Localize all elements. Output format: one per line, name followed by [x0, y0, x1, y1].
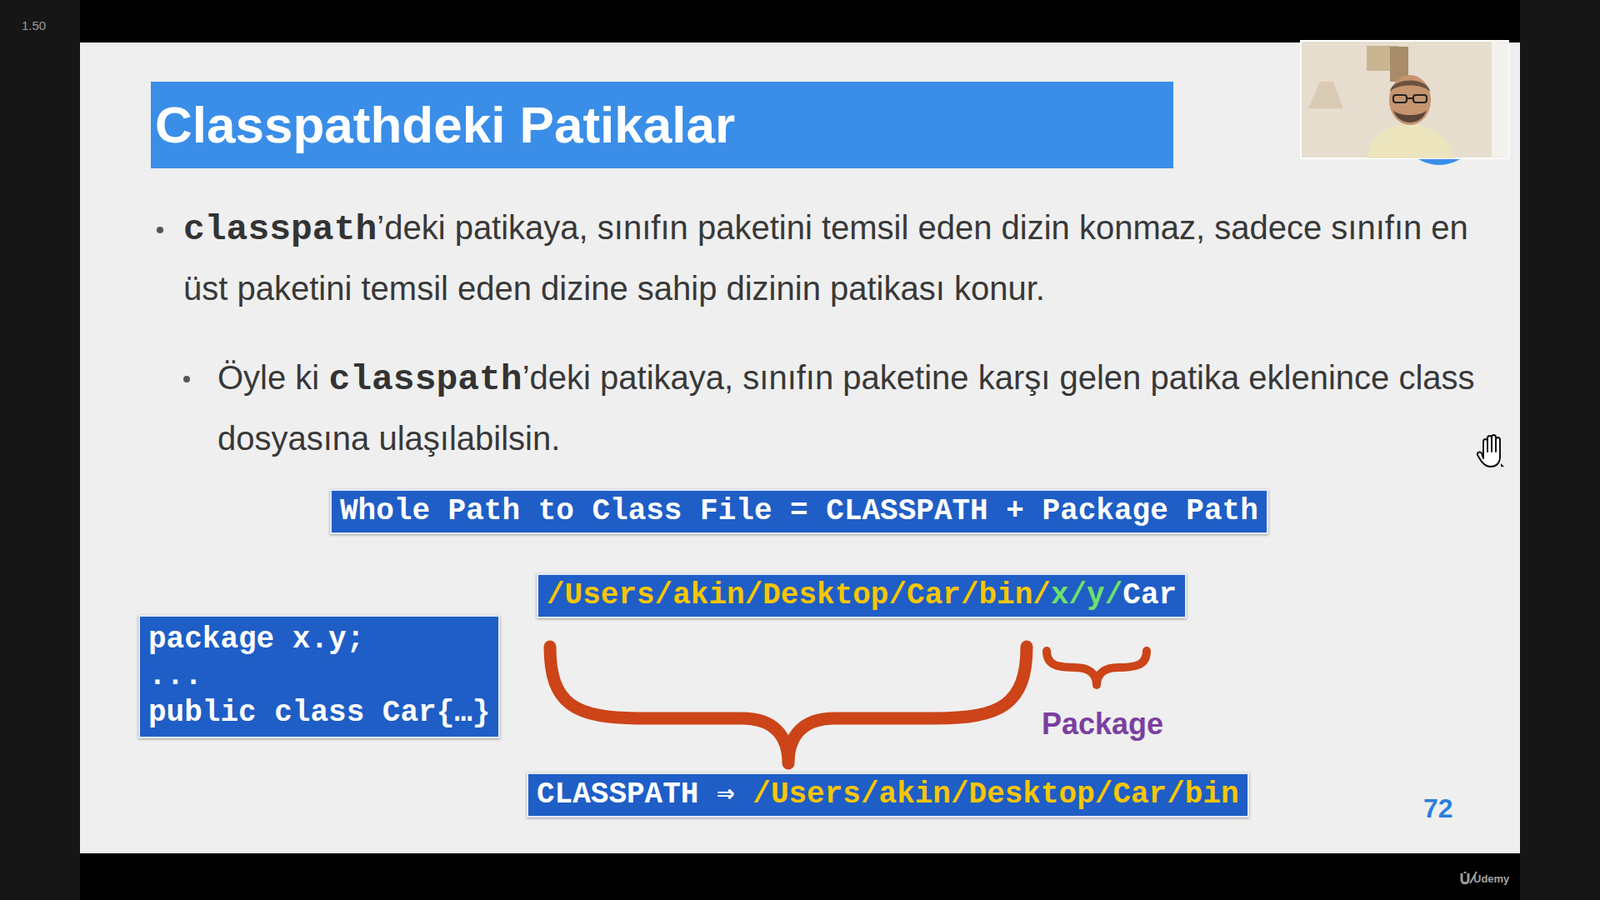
webcam-thumbnail — [1300, 40, 1509, 159]
box-text: CLASSPATH ⇒ — [536, 777, 735, 812]
box-text: public class Car{…} — [148, 695, 490, 732]
slide-title: Classpathdeki Patikalar — [150, 81, 1174, 169]
bullet-paragraph: Öyle kiclasspath’deki patikaya, sınıfın … — [217, 348, 1505, 469]
slide — [80, 42, 1520, 854]
code-box: package x.y;...public class Car{…} — [138, 615, 500, 739]
hand-cursor — [1477, 435, 1505, 467]
bullet-text: Öyle ki — [217, 359, 320, 396]
classpath-brace — [550, 646, 1027, 764]
speed-indicator: 1.50 — [21, 18, 46, 33]
title-band: Classpathdeki Patikalar — [150, 81, 1174, 169]
box-text: package x.y; — [148, 621, 490, 659]
box-text: Whole Path to Class File = CLASSPATH + P… — [340, 494, 1259, 529]
package-brace — [1046, 650, 1147, 685]
bullet-text: ’deki patikaya, sınıfın paketini temsil … — [183, 209, 1469, 307]
watermark: Udemy — [1473, 872, 1510, 885]
box-text: ... — [148, 658, 490, 695]
top-bar — [80, 0, 1520, 43]
bullet-paragraph: classpath’deki patikaya, sınıfın paketin… — [183, 198, 1513, 319]
box-text: x/y/ — [1050, 578, 1123, 613]
package-label: Package — [1041, 706, 1164, 742]
classpath-box: CLASSPATH ⇒ /Users/akin/Desktop/Car/bin — [526, 772, 1250, 818]
code-word: classpath — [183, 209, 377, 250]
box-text: /Users/akin/Desktop/Car/bin/ — [546, 578, 1051, 613]
code-word: classpath — [328, 359, 522, 400]
page-number: 72 — [1423, 793, 1454, 825]
bullet-dot — [156, 226, 164, 234]
bullet-dot — [183, 375, 190, 383]
formula-box: Whole Path to Class File = CLASSPATH + P… — [330, 489, 1269, 535]
bottom-bar — [80, 853, 1520, 900]
box-text: Car — [1122, 578, 1177, 613]
path-box: /Users/akin/Desktop/Car/bin/x/y/Car — [536, 573, 1187, 619]
box-text: /Users/akin/Desktop/Car/bin — [752, 777, 1239, 812]
